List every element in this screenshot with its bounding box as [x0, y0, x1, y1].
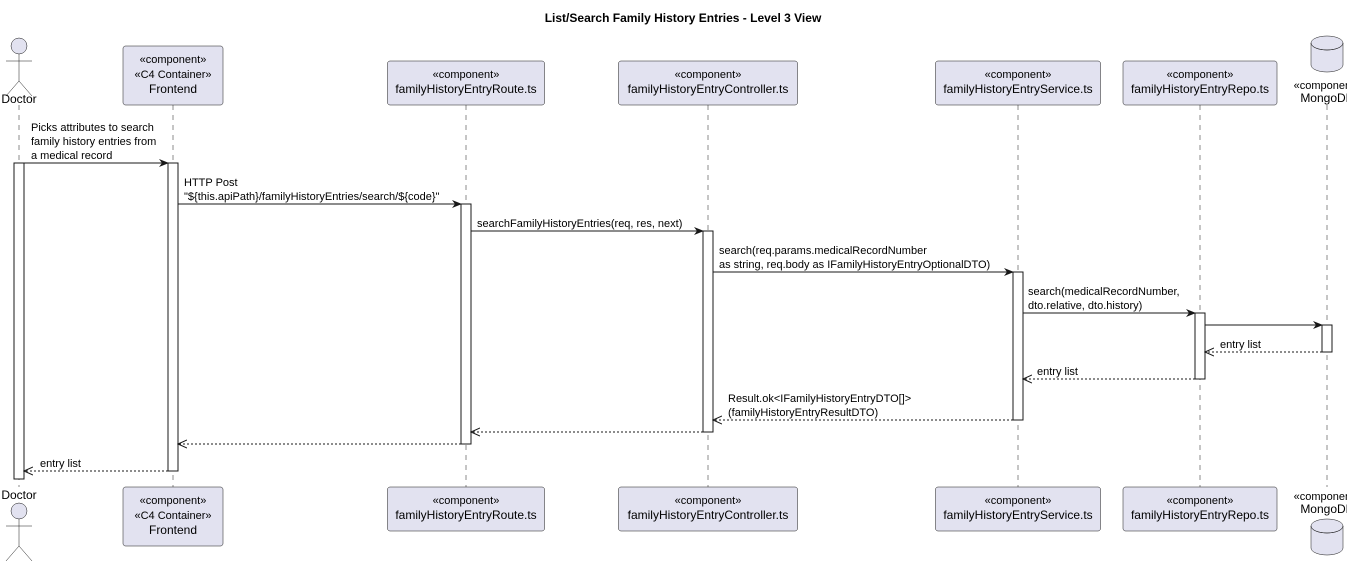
- participant-box: [618, 60, 798, 106]
- message-label: entry list: [1037, 366, 1078, 378]
- database-icon: [1310, 518, 1344, 556]
- participant-label: MongoDB: [1300, 91, 1347, 105]
- participant-repo-bottom: «component»familyHistoryEntryRepo.ts: [1122, 486, 1278, 532]
- activation-bar-route: [460, 203, 472, 445]
- message-label: as string, req.body as IFamilyHistoryEnt…: [719, 259, 990, 271]
- message-frontend-to-route: HTTP Post "${this.apiPath}/familyHistoryE…: [178, 177, 462, 208]
- participant-box: [387, 486, 545, 532]
- participant-label: familyHistoryEntryRepo.ts: [1131, 82, 1269, 96]
- participant-label: Doctor: [1, 92, 36, 106]
- participant-box: [618, 486, 798, 532]
- participant-frontend-top: «component» «C4 Container»Frontend: [122, 45, 224, 106]
- message-label: "${this.apiPath}/familyHistoryEntries/se…: [184, 191, 440, 203]
- participant-label: familyHistoryEntryRepo.ts: [1131, 508, 1269, 522]
- database-icon: [1310, 35, 1344, 73]
- participant-label: familyHistoryEntryService.ts: [943, 82, 1092, 96]
- participant-label: «component»: [1294, 80, 1347, 92]
- participant-service-bottom: «component»familyHistoryEntryService.ts: [935, 486, 1101, 532]
- participant-doctor-bottom: Doctor: [1, 488, 37, 562]
- participant-label: familyHistoryEntryController.ts: [628, 508, 789, 522]
- participant-mongodb-top: «component»MongoDB: [1294, 35, 1347, 105]
- participant-label: MongoDB: [1300, 502, 1347, 516]
- participant-box: [1122, 60, 1278, 106]
- participant-label: familyHistoryEntryController.ts: [628, 82, 789, 96]
- message-service-to-controller: Result.ok<IFamilyHistoryEntryDTO[]> (fami…: [713, 393, 1013, 420]
- participant-repo-top: «component»familyHistoryEntryRepo.ts: [1122, 60, 1278, 106]
- activation-bar-doctor: [13, 162, 25, 480]
- participant-frontend-bottom: «component» «C4 Container»Frontend: [122, 486, 224, 547]
- activation-bar-mongodb: [1321, 324, 1333, 353]
- message-label: family history entries from: [31, 136, 156, 148]
- activation-bar-controller: [702, 230, 714, 433]
- participant-label: «component»: [675, 69, 742, 81]
- participant-label: «component»: [675, 495, 742, 507]
- message-label: entry list: [1220, 339, 1261, 351]
- participant-label: Frontend: [149, 523, 197, 537]
- participant-label: familyHistoryEntryRoute.ts: [395, 508, 536, 522]
- activation-bar-frontend: [167, 162, 179, 472]
- participant-label: «component»: [433, 495, 500, 507]
- message-doctor-to-frontend: Picks attributes to search family history…: [24, 122, 169, 167]
- participant-route-bottom: «component»familyHistoryEntryRoute.ts: [387, 486, 545, 532]
- actor-icon: [5, 37, 33, 97]
- message-service-to-repo: search(medicalRecordNumber, dto.relative,…: [1023, 286, 1196, 317]
- message-mongodb-to-repo: entry list: [1205, 339, 1322, 352]
- participant-label: Frontend: [149, 82, 197, 96]
- participant-doctor-top: Doctor: [1, 37, 37, 106]
- message-controller-to-service: search(req.params.medicalRecordNumber as …: [713, 245, 1014, 276]
- activation-bar-repo: [1194, 312, 1206, 380]
- participant-label: Doctor: [1, 488, 36, 502]
- participant-route-top: «component»familyHistoryEntryRoute.ts: [387, 60, 545, 106]
- participant-label: «component»: [1167, 69, 1234, 81]
- message-label: dto.relative, dto.history): [1028, 300, 1142, 312]
- message-label: Result.ok<IFamilyHistoryEntryDTO[]>: [728, 393, 911, 405]
- message-label: Picks attributes to search: [31, 122, 154, 134]
- participant-service-top: «component»familyHistoryEntryService.ts: [935, 60, 1101, 106]
- participant-controller-top: «component»familyHistoryEntryController.…: [618, 60, 798, 106]
- participant-label: «component»: [1294, 491, 1347, 503]
- participant-mongodb-bottom: «component»MongoDB: [1294, 491, 1347, 556]
- participant-label: «component»: [140, 495, 207, 507]
- message-label: a medical record: [31, 150, 112, 162]
- participant-box: [935, 486, 1101, 532]
- participant-box: [387, 60, 545, 106]
- message-label: entry list: [40, 458, 81, 470]
- participant-label: «component»: [433, 69, 500, 81]
- participant-label: «C4 Container»: [134, 69, 211, 81]
- participant-label: «component»: [985, 495, 1052, 507]
- participant-label: «component»: [985, 69, 1052, 81]
- message-label: searchFamilyHistoryEntries(req, res, nex…: [477, 218, 682, 230]
- participant-label: familyHistoryEntryRoute.ts: [395, 82, 536, 96]
- message-label: HTTP Post: [184, 177, 238, 189]
- actor-icon: [5, 502, 33, 562]
- participant-box: [122, 486, 224, 547]
- participant-controller-bottom: «component»familyHistoryEntryController.…: [618, 486, 798, 532]
- participant-label: «component»: [1167, 495, 1234, 507]
- message-label: (familyHistoryEntryResultDTO): [728, 407, 878, 419]
- activation-bar-service: [1012, 271, 1024, 421]
- participant-label: familyHistoryEntryService.ts: [943, 508, 1092, 522]
- participant-box: [1122, 486, 1278, 532]
- participant-box: [122, 45, 224, 106]
- message-repo-to-service: entry list: [1023, 366, 1195, 379]
- participant-box: [935, 60, 1101, 106]
- participant-label: «component»: [140, 54, 207, 66]
- message-label: search(req.params.medicalRecordNumber: [719, 245, 927, 257]
- message-label: search(medicalRecordNumber,: [1028, 286, 1180, 298]
- diagram-title: List/Search Family History Entries - Lev…: [545, 11, 822, 25]
- message-frontend-to-doctor: entry list: [24, 458, 168, 471]
- message-route-to-controller: searchFamilyHistoryEntries(req, res, nex…: [471, 218, 704, 235]
- participant-label: «C4 Container»: [134, 510, 211, 522]
